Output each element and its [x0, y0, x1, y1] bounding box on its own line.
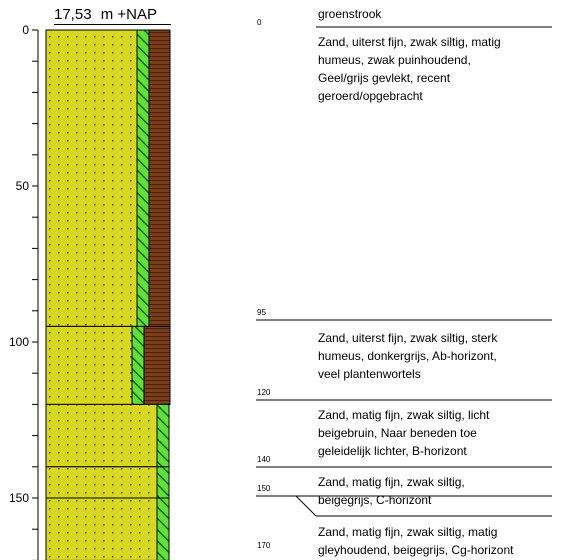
boundary-depth-label: 95	[257, 308, 266, 317]
boundary-depth-label: 150	[257, 484, 271, 493]
axis-tick-label: 50	[16, 179, 30, 193]
boundary-depth-label: 0	[257, 18, 262, 27]
boundary-depth-label: 140	[257, 455, 271, 464]
connector-150-b	[295, 495, 317, 517]
layer-title: groenstrook	[318, 7, 382, 21]
silt-layer-4	[156, 497, 170, 560]
axis-tick-label: 0	[22, 23, 29, 37]
silt-layer-1	[131, 325, 145, 405]
layer-description-line: Geel/grijs gevlekt, recent	[318, 71, 451, 85]
elevation-underline	[54, 24, 171, 25]
layer-description-line: humeus, donkergrijs, Ab-horizont,	[318, 349, 497, 363]
elevation-unit: m +NAP	[100, 6, 157, 23]
sand-layer-2	[45, 403, 158, 468]
axis-tick-label: 100	[9, 335, 29, 349]
sand-layer-0	[45, 29, 138, 327]
layer-description-line: geleidelijk lichter, B-horizont	[318, 444, 467, 458]
silt-layer-0	[136, 29, 150, 327]
axis-tick-label: 150	[9, 491, 29, 505]
elevation-value: 17,53	[54, 6, 92, 23]
silt-layer-2	[156, 403, 170, 468]
layer-description-line: Zand, uiterst fijn, zwak siltig, matig	[318, 35, 501, 49]
sand-layer-4	[45, 497, 158, 560]
layer-description-line: Zand, matig fijn, zwak siltig, matig	[318, 525, 498, 539]
layer-description-line: beigegrijs, C-horizont	[318, 493, 432, 507]
layer-description-line: Zand, matig fijn, zwak siltig,	[318, 475, 465, 489]
sand-layer-3	[45, 466, 158, 499]
humus-layer-0	[148, 29, 171, 327]
layer-description-line: geroerd/opgebracht	[318, 89, 423, 103]
layer-description-line: Zand, matig fijn, zwak siltig, licht	[318, 408, 490, 422]
elevation-header: 17,53 m +NAP	[54, 6, 171, 25]
layer-fills	[45, 29, 171, 560]
layer-description-line: beigebruin, Naar beneden toe	[318, 426, 477, 440]
depth-axis: 0 50 100 150	[9, 23, 39, 560]
humus-layer-1	[143, 325, 171, 405]
boundary-depth-label: 120	[257, 388, 271, 397]
boundary-depth-label: 170	[257, 541, 271, 550]
silt-layer-3	[156, 466, 170, 499]
sand-layer-1	[45, 325, 133, 405]
layer-description-line: veel plantenwortels	[318, 367, 421, 381]
layer-description-line: gleyhoudend, beigegrijs, Cg-horizont	[318, 543, 514, 557]
layer-description-line: Zand, uiterst fijn, zwak siltig, sterk	[318, 331, 498, 345]
layer-description-line: humeus, zwak puinhoudend,	[318, 53, 471, 67]
boundary-lines: 0 95 120 140 150 170	[256, 18, 552, 550]
